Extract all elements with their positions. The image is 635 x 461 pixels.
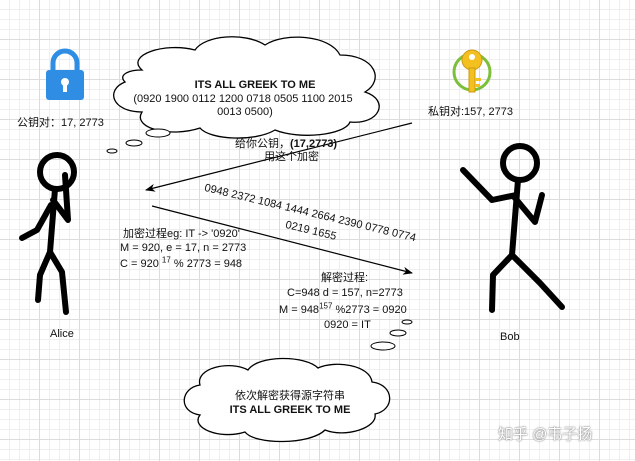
- encryption-line3: C = 920 17 % 2773 = 948: [120, 255, 243, 272]
- public-key-arrow: [145, 122, 413, 192]
- ciphertext-arrow: [151, 205, 413, 275]
- public-key-message-line2: 用这个加密: [264, 151, 319, 163]
- encryption-formula-base: C = 920: [120, 258, 162, 270]
- key-icon: [452, 49, 492, 93]
- watermark: 知乎 @韦子扬: [498, 426, 593, 443]
- decryption-line3: M = 948157 %2773 = 0920: [279, 301, 407, 318]
- decryption-line1: 解密过程:: [321, 272, 369, 284]
- bob-name: Bob: [500, 331, 520, 343]
- public-key-message-line1: 给你公钥，(17,2773): [235, 138, 337, 152]
- encryption-exponent: 17: [161, 255, 171, 265]
- decryption-formula-rest: %2773 = 0920: [332, 304, 407, 316]
- decryption-line2: C=948 d = 157, n=2773: [287, 287, 403, 299]
- encryption-formula-rest: % 2773 = 948: [170, 258, 243, 270]
- alice-public-key-label: 公钥对：17, 2773: [17, 117, 104, 129]
- decryption-formula-base: M = 948: [279, 304, 320, 316]
- cloud-heading: ITS ALL GREEK TO ME: [194, 79, 316, 91]
- result-cloud-line1: 依次解密获得源字符串: [235, 390, 345, 402]
- cloud-cipher-line1: (0920 1900 0112 1200 0718 0505 1100 2015: [133, 93, 353, 105]
- bob-private-key-label: 私钥对:157, 2773: [428, 106, 513, 118]
- title-cloud: [106, 36, 380, 154]
- decryption-line4: 0920 = IT: [324, 319, 371, 331]
- result-cloud-line2: ITS ALL GREEK TO ME: [229, 404, 351, 416]
- lock-icon: [46, 48, 84, 100]
- cloud-cipher-line2: 0013 0500): [217, 106, 273, 118]
- alice-name: Alice: [50, 328, 74, 340]
- encryption-line1: 加密过程eg: IT -> '0920': [123, 228, 240, 240]
- result-cloud: [183, 319, 413, 443]
- decryption-exponent: 157: [319, 301, 333, 311]
- bob-figure: [460, 143, 565, 313]
- public-key-value: (17,2773): [290, 138, 338, 150]
- encryption-line2: M = 920, e = 17, n = 2773: [120, 242, 247, 254]
- public-key-message-prefix: 给你公钥，: [235, 138, 290, 150]
- alice-figure: [19, 152, 77, 315]
